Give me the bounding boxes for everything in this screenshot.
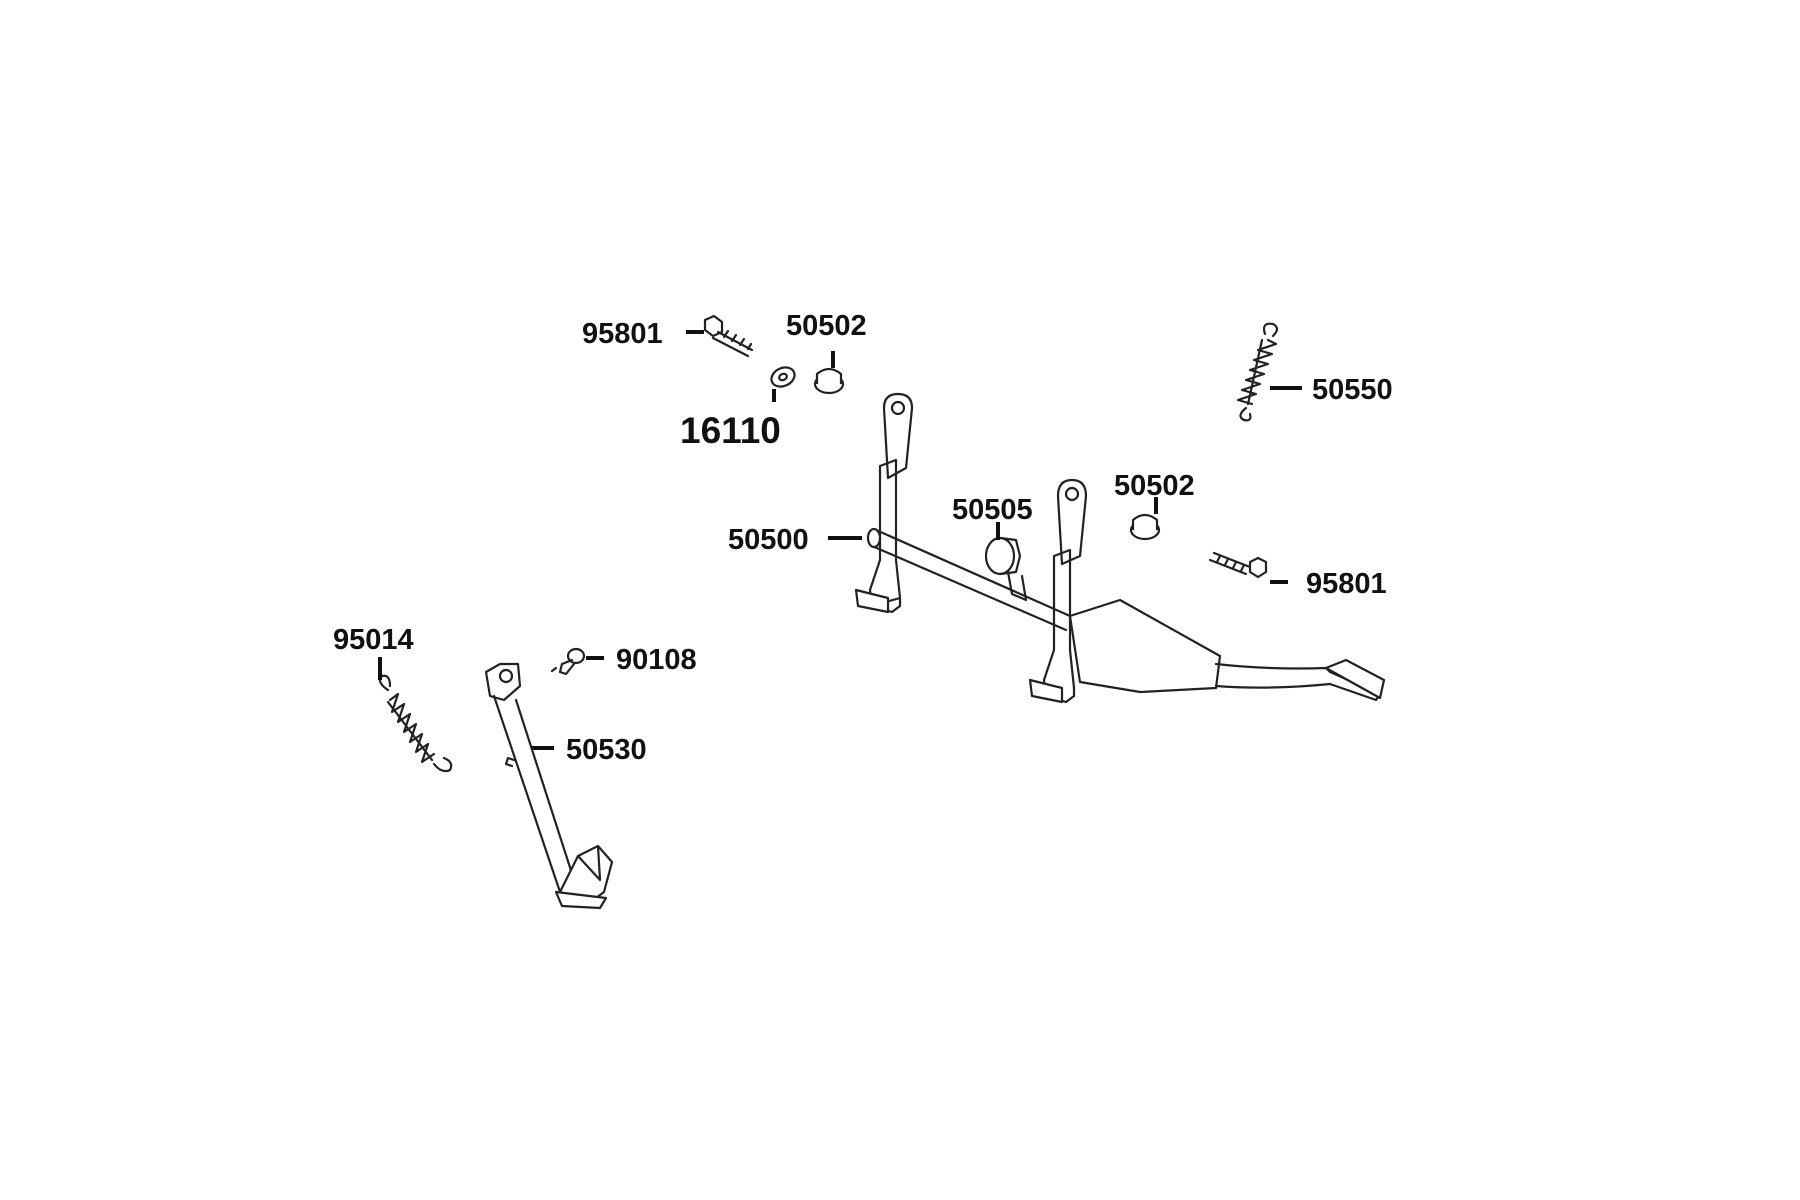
label-50505: 50505 <box>952 494 1033 526</box>
label-50502-right: 50502 <box>1114 470 1195 502</box>
cap-50502-top <box>813 367 845 395</box>
label-50550: 50550 <box>1312 374 1393 406</box>
label-95801-right: 95801 <box>1306 568 1387 600</box>
spring-50550 <box>1236 322 1279 422</box>
label-50500: 50500 <box>728 524 809 556</box>
bolt-95801-right <box>1208 551 1268 579</box>
label-50530: 50530 <box>566 734 647 766</box>
label-95014: 95014 <box>333 624 414 656</box>
side-stand-50530 <box>484 662 614 910</box>
label-90108: 90108 <box>616 644 697 676</box>
spring-95014 <box>378 674 453 773</box>
label-95801-top-left: 95801 <box>582 318 663 350</box>
label-50502-top: 50502 <box>786 310 867 342</box>
bolt-95801-top-left <box>703 314 754 358</box>
pin-90108 <box>550 647 586 676</box>
label-16110: 16110 <box>680 410 781 451</box>
washer-16110 <box>770 366 796 388</box>
cap-50502-right <box>1129 513 1161 541</box>
main-stand-50500 <box>854 392 1386 704</box>
